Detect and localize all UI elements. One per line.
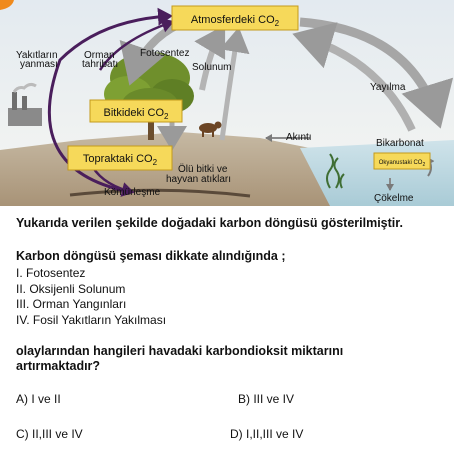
soil-co2-box: [67, 145, 173, 171]
option-d[interactable]: D) I,II,III ve IV: [230, 427, 304, 441]
deforestation-label: Orman: [84, 50, 115, 61]
soil-respiration-arrow: [219, 27, 250, 141]
statement-item: IV. Fosil Yakıtların Yakılması: [16, 312, 167, 327]
dead-matter-label-2: hayvan atıkları: [166, 174, 231, 185]
statement-item: II. Oksijenli Solunum: [16, 281, 126, 296]
plant-co2-box: [89, 99, 183, 123]
answer-options: A) I ve II B) III ve IV C) II,III ve IV …: [16, 392, 446, 452]
sedimentation-label: Çökelme: [374, 193, 414, 204]
coalification-label: Kömürleşme: [104, 187, 161, 198]
carbon-cycle-diagram: Atmosferdeki CO2 Bitkideki CO2 Topraktak…: [0, 0, 454, 206]
diffusion-label: Yayılma: [370, 82, 406, 93]
option-a[interactable]: A) I ve II: [16, 392, 61, 406]
statement-list: I. Fotosentez II. Oksijenli Solunum III.…: [16, 266, 446, 328]
question-lead: Karbon döngüsü şeması dikkate alındığınd…: [16, 249, 286, 263]
seaweed-icon: [326, 153, 345, 189]
atmosphere-co2-box: [171, 5, 299, 31]
corner-badge: [0, 0, 14, 10]
fuel-combustion-arrow: [47, 7, 173, 194]
statement-item: III. Orman Yangınları: [16, 297, 127, 311]
photosynthesis-label: Fotosentez: [140, 48, 189, 59]
deforestation-arrow: [98, 18, 175, 71]
current-label: Akıntı: [286, 132, 312, 143]
bicarbonate-arrow: [292, 22, 416, 132]
bicarbonate-label: Bikarbonat: [376, 138, 424, 149]
dead-matter-label: Ölü bitki ve: [178, 163, 228, 175]
fuel-burning-label: Yakıtların: [16, 50, 58, 61]
animal-icon: [199, 121, 222, 137]
soil-co2-label: Topraktaki CO2: [83, 153, 158, 167]
respiration-label: Solunum: [192, 62, 231, 73]
atmosphere-co2-label: Atmosferdeki CO2: [191, 14, 280, 28]
question-intro: Yukarıda verilen şekilde doğadaki karbon…: [16, 216, 403, 230]
question-prompt: olaylarından hangileri havadaki karbondi…: [16, 344, 344, 373]
statement-item: I. Fotosentez: [16, 266, 86, 280]
ocean-co2-label: Okyanustaki CO2: [379, 160, 426, 168]
option-b[interactable]: B) III ve IV: [238, 392, 295, 406]
option-c[interactable]: C) II,III ve IV: [16, 427, 83, 441]
question-block: Yukarıda verilen şekilde doğadaki karbon…: [16, 216, 446, 452]
coal-strata: [69, 188, 251, 198]
plant-co2-label: Bitkideki CO2: [104, 107, 170, 121]
factory-icon: [8, 82, 42, 126]
ocean-co2-box: [373, 152, 431, 170]
deforestation-label-2: tahribatı: [82, 59, 118, 70]
fuel-burning-label-2: yanması: [20, 59, 58, 70]
